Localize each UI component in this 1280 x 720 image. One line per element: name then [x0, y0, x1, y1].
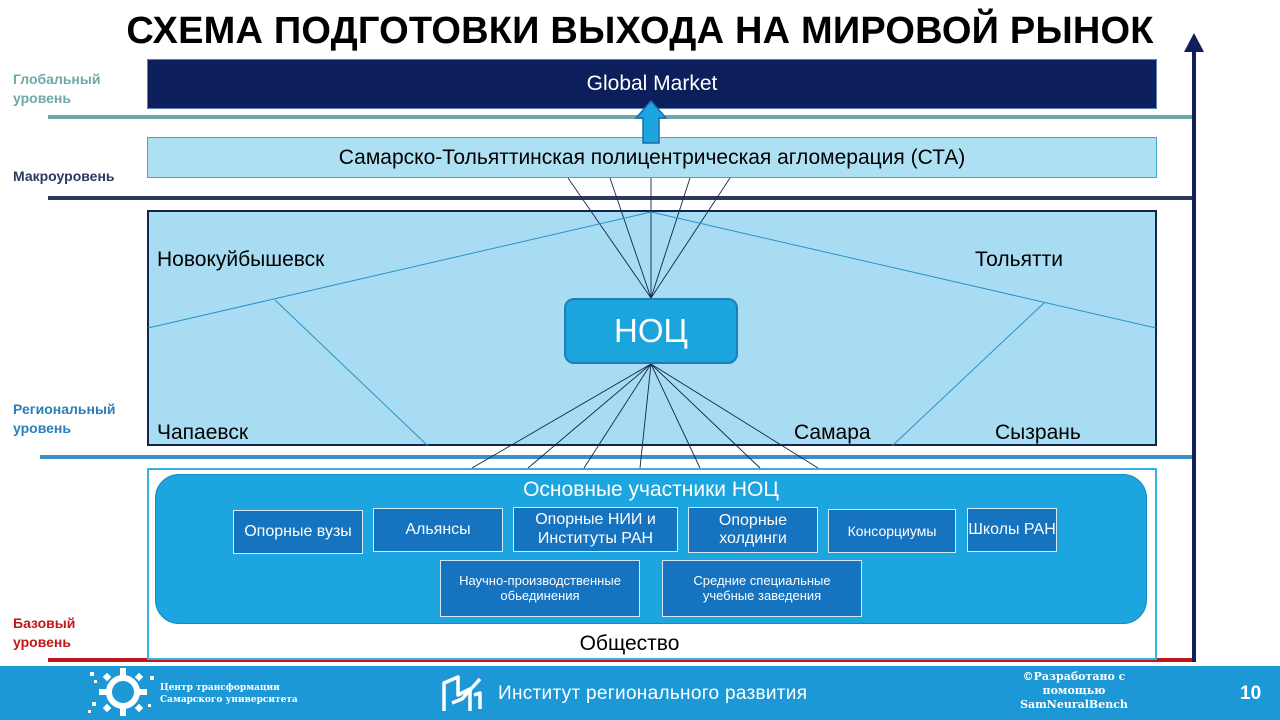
city-samara: Самара	[794, 421, 871, 444]
footer-org-name: Центр трансформации Самарского университ…	[160, 683, 298, 705]
label-regional-level: Региональный уровень	[13, 401, 116, 436]
global-market-label: Global Market	[586, 72, 718, 95]
connector-noc-participants	[639, 363, 652, 469]
city-novokuybyshevsk: Новокуйбышевск	[157, 248, 325, 271]
page-title: СХЕМА ПОДГОТОВКИ ВЫХОДА НА МИРОВОЙ РЫНОК	[126, 10, 1154, 52]
participant-ras-schools: Школы РАН	[967, 508, 1057, 552]
region-outline-line	[274, 299, 429, 447]
city-tolyatti: Тольятти	[975, 248, 1063, 271]
page-number: 10	[1240, 683, 1262, 704]
participant-core-universities: Опорные вузы	[233, 510, 363, 554]
noc-box: НОЦ	[564, 298, 738, 364]
connector-noc-participants	[650, 363, 701, 469]
arrow-up-icon	[634, 99, 668, 144]
participant-research-institutes: Опорные НИИ и Институты РАН	[513, 507, 678, 552]
sta-box: Самарско-Тольяттинская полицентрическая …	[147, 137, 1157, 178]
participants-title: Основные участники НОЦ	[523, 478, 779, 501]
participant-holdings: Опорные холдинги	[688, 507, 818, 553]
label-macro-level: Макроуровень	[13, 168, 115, 184]
connector-noc-participants	[527, 363, 652, 469]
connector-noc-participants	[650, 363, 819, 469]
noc-label: НОЦ	[614, 312, 688, 349]
footer-bar	[0, 666, 1280, 720]
participant-consortia: Консорциумы	[828, 509, 956, 553]
connector-sta-noc	[650, 177, 691, 299]
label-base-level: Базовый уровень	[13, 615, 76, 650]
institute-logo-icon	[442, 675, 482, 711]
connector-noc-participants	[583, 363, 652, 469]
footer-institute-name: Институт регионального развития	[498, 683, 808, 704]
participant-alliances: Альянсы	[373, 508, 503, 552]
global-market-box: Global Market	[147, 59, 1157, 109]
connector-noc-participants	[650, 363, 761, 469]
connector-sta-noc	[650, 177, 731, 299]
vertical-axis-arrowhead	[1184, 33, 1204, 52]
society-label: Общество	[579, 632, 680, 655]
participant-npo: Научно-производственные обьединения	[440, 560, 640, 617]
connector-noc-participants	[471, 363, 652, 469]
label-global-level: Глобальный уровень	[13, 71, 101, 106]
connector-sta-noc	[609, 177, 652, 299]
region-outline-line	[147, 211, 652, 329]
participant-vocational-schools: Средние специальные учебные заведения	[662, 560, 862, 617]
region-outline-line	[891, 301, 1046, 447]
city-chapaevsk: Чапаевск	[157, 421, 249, 444]
region-outline-line	[650, 211, 1157, 329]
footer-credit: ©Разработано с помощью SamNeuralBench	[1020, 670, 1128, 711]
sta-label: Самарско-Тольяттинская полицентрическая …	[338, 145, 966, 169]
city-syzran: Сызрань	[995, 421, 1081, 444]
gear-logo-icon	[88, 668, 154, 716]
connector-sta-noc	[567, 177, 652, 299]
